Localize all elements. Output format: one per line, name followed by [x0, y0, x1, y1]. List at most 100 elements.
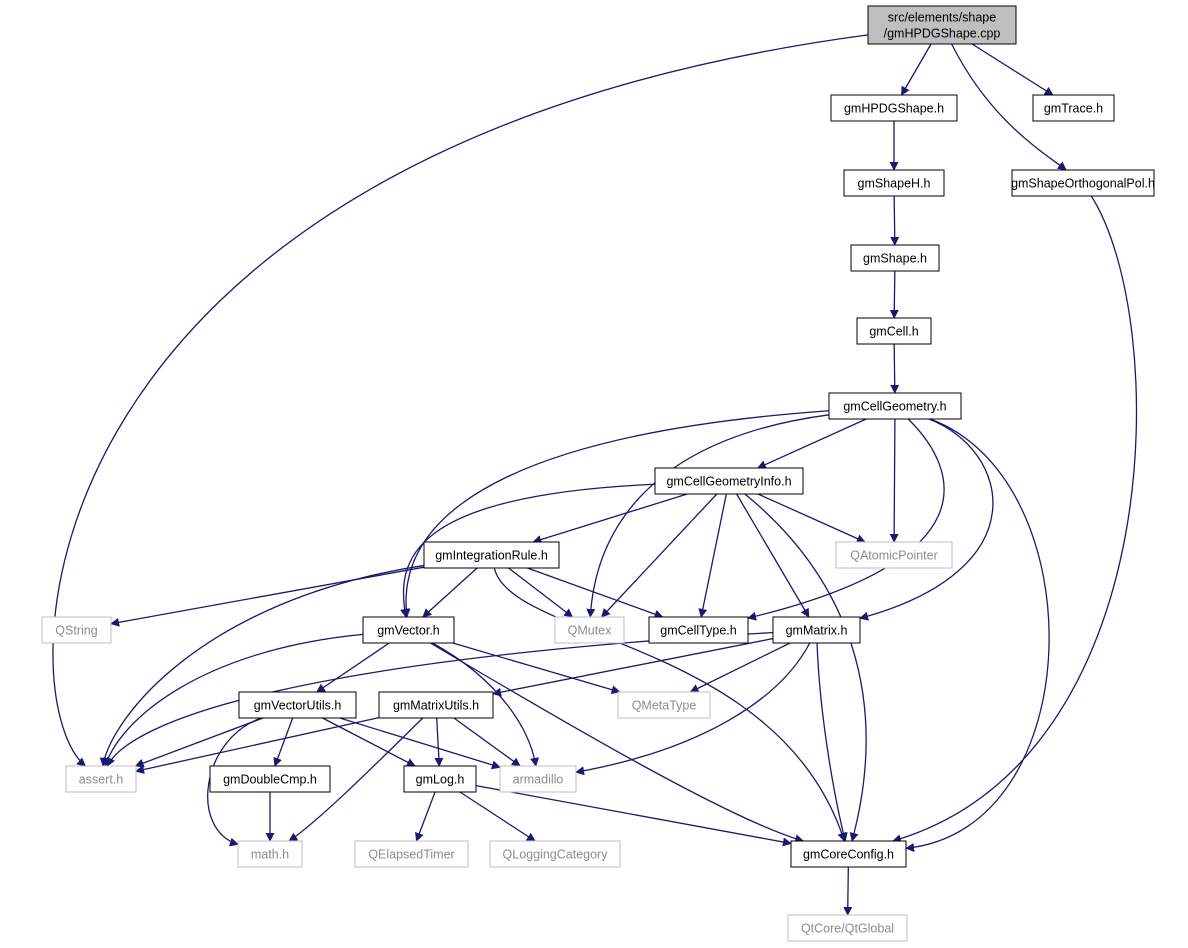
node-gmVectorUtils-h[interactable]: gmVectorUtils.h	[238, 691, 357, 719]
edge-gmIntegrationRule_h-to-gmVector_h	[422, 567, 478, 618]
nodes-layer: src/elements/shape/gmHPDGShape.cpp gmHPDG…	[41, 5, 1155, 942]
node-gmMatrixUtils-h[interactable]: gmMatrixUtils.h	[378, 691, 494, 719]
node-box	[790, 840, 907, 868]
node-label: QMutex	[568, 624, 613, 638]
node-label: gmCoreConfig.h	[803, 848, 894, 862]
node-box	[772, 616, 861, 644]
node-box	[423, 541, 560, 569]
node-gmLog-h[interactable]: gmLog.h	[403, 765, 477, 793]
node-box	[499, 765, 577, 793]
node-box	[648, 616, 749, 644]
node-gmVector-h[interactable]: gmVector.h	[362, 616, 455, 644]
node-box	[856, 317, 932, 345]
node-box	[403, 765, 477, 793]
node-label: gmVector.h	[377, 624, 440, 638]
node-box	[835, 541, 953, 569]
edge-gmCellGeometryInfo_h-to-gmCoreConfig_h	[744, 493, 867, 842]
node-gmCoreConfig-h[interactable]: gmCoreConfig.h	[790, 840, 907, 868]
edge-gmVector_h-to-gmVectorUtils_h	[315, 642, 390, 693]
node-label: QAtomicPointer	[850, 549, 938, 563]
node-label: gmIntegrationRule.h	[435, 549, 548, 563]
edge-gmVectorUtils_h-to-gmDoubleCmp_h	[273, 717, 294, 767]
node-box	[1011, 169, 1155, 197]
edge-gmCellGeometry_h-to-gmCoreConfig_h	[905, 418, 1050, 852]
node-gmTrace-h[interactable]: gmTrace.h	[1032, 94, 1115, 122]
edge-gmVectorUtils_h-to-armadillo	[339, 717, 501, 770]
node-QAtomicPointer[interactable]: QAtomicPointer	[835, 541, 953, 569]
edge-gmVector_h-to-gmCoreConfig_h	[430, 642, 805, 844]
node-label: gmMatrix.h	[786, 624, 848, 638]
node-label: /gmHPDGShape.cpp	[884, 27, 1001, 41]
node-gmShape-h[interactable]: gmShape.h	[850, 244, 940, 272]
node-label: math.h	[251, 848, 289, 862]
node-box	[1032, 94, 1115, 122]
edge-gmShape_h-to-gmCell_h	[889, 270, 899, 319]
node-gmIntegrationRule-h[interactable]: gmIntegrationRule.h	[423, 541, 560, 569]
node-root[interactable]: src/elements/shape/gmHPDGShape.cpp	[867, 5, 1017, 45]
node-math-h[interactable]: math.h	[237, 840, 303, 868]
edge-gmCoreConfig_h-to-QtCore_QtGlobal	[843, 866, 853, 916]
node-label: gmDoubleCmp.h	[223, 773, 317, 787]
node-box	[489, 840, 621, 868]
node-label: assert.h	[79, 773, 124, 787]
node-gmCellType-h[interactable]: gmCellType.h	[648, 616, 749, 644]
node-label: src/elements/shape	[888, 11, 996, 25]
node-box	[617, 691, 711, 719]
node-box	[830, 94, 958, 122]
edge-gmCell_h-to-gmCellGeometry_h	[890, 343, 900, 394]
node-label: gmHPDGShape.h	[844, 102, 944, 116]
node-box	[237, 840, 303, 868]
node-QLoggingCategory[interactable]: QLoggingCategory	[489, 840, 621, 868]
edge-gmMatrixUtils_h-to-gmLog_h	[434, 717, 444, 767]
edge-gmLog_h-to-QElapsedTimer	[415, 791, 436, 842]
edge-gmIntegrationRule_h-to-assert_h	[99, 564, 425, 767]
edge-gmCellGeometryInfo_h-to-QAtomicPointer	[757, 493, 866, 543]
edge-root-to-gmTrace_h	[971, 43, 1054, 96]
node-QtCore-QtGlobal[interactable]: QtCore/QtGlobal	[787, 914, 908, 942]
edge-root-to-gmShapeOrthogonalPol_h	[951, 43, 1067, 171]
edge-gmCellGeometryInfo_h-to-gmCellType_h	[698, 493, 727, 618]
node-box	[843, 169, 945, 197]
node-assert-h[interactable]: assert.h	[65, 765, 137, 793]
node-box	[209, 765, 331, 793]
edge-gmCellGeometryInfo_h-to-gmIntegrationRule_h	[532, 493, 688, 544]
edges-layer	[52, 34, 1138, 916]
node-box	[362, 616, 455, 644]
edge-gmVector_h-to-QMetaType	[452, 642, 621, 695]
node-QString[interactable]: QString	[41, 616, 112, 644]
node-gmCellGeometry-h[interactable]: gmCellGeometry.h	[828, 392, 962, 420]
node-label: gmVectorUtils.h	[254, 699, 342, 713]
node-QMutex[interactable]: QMutex	[554, 616, 625, 644]
node-label: gmLog.h	[416, 773, 465, 787]
node-box	[867, 5, 1017, 45]
node-gmCellGeometryInfo-h[interactable]: gmCellGeometryInfo.h	[654, 467, 804, 495]
node-armadillo[interactable]: armadillo	[499, 765, 577, 793]
node-box	[378, 691, 494, 719]
node-gmHPDGShape-h[interactable]: gmHPDGShape.h	[830, 94, 958, 122]
edge-gmCellGeometryInfo_h-to-gmMatrix_h	[736, 493, 810, 618]
node-label: gmShape.h	[863, 252, 927, 266]
node-gmShapeOrthogonalPol-h[interactable]: gmShapeOrthogonalPol.h	[1011, 169, 1155, 197]
node-box	[41, 616, 112, 644]
node-label: QtCore/QtGlobal	[801, 922, 894, 936]
edge-gmCellGeometry_h-to-gmVector_h	[401, 410, 830, 618]
node-label: QElapsedTimer	[368, 848, 454, 862]
node-QMetaType[interactable]: QMetaType	[617, 691, 711, 719]
node-label: gmShapeH.h	[858, 177, 931, 191]
edge-gmVectorUtils_h-to-math_h	[207, 717, 262, 847]
node-QElapsedTimer[interactable]: QElapsedTimer	[354, 840, 469, 868]
edge-gmCellGeometry_h-to-QMutex	[586, 414, 830, 618]
node-gmShapeH-h[interactable]: gmShapeH.h	[843, 169, 945, 197]
edge-gmMatrixUtils_h-to-armadillo	[453, 717, 521, 767]
edge-gmVector_h-to-assert_h	[103, 633, 364, 767]
edge-gmIntegrationRule_h-to-QString	[110, 566, 425, 627]
node-gmMatrix-h[interactable]: gmMatrix.h	[772, 616, 861, 644]
node-box	[65, 765, 137, 793]
node-box	[828, 392, 962, 420]
node-gmCell-h[interactable]: gmCell.h	[856, 317, 932, 345]
node-label: QMetaType	[632, 699, 697, 713]
edge-gmMatrixUtils_h-to-assert_h	[135, 716, 380, 774]
node-label: gmCellGeometryInfo.h	[666, 475, 791, 489]
node-gmDoubleCmp-h[interactable]: gmDoubleCmp.h	[209, 765, 331, 793]
